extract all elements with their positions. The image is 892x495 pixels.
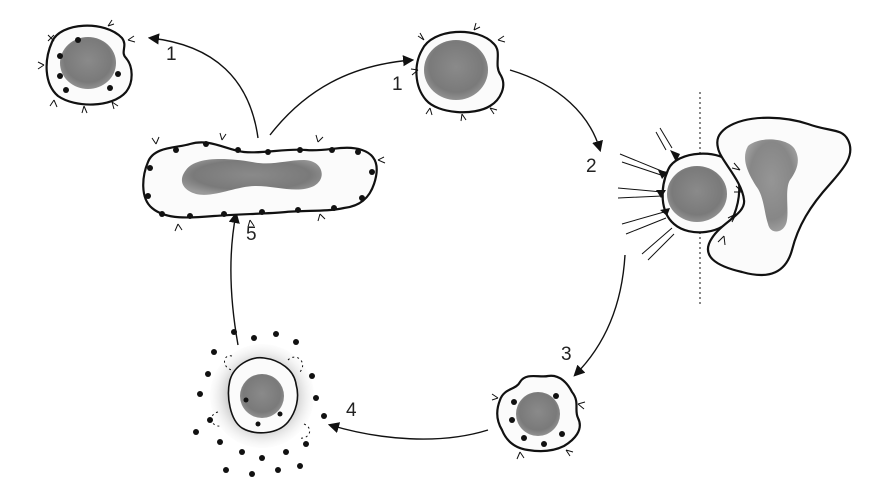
- step-label-4: 4: [346, 400, 357, 421]
- step-label-1-left: 1: [166, 44, 177, 65]
- cell-step4: [193, 329, 327, 477]
- arrow-to-top-center-cell: [269, 55, 415, 136]
- cell-step3: [491, 374, 586, 460]
- arrow-to-step3: [573, 254, 626, 377]
- arrow-to-step2: [509, 69, 603, 153]
- cell-top-center: [410, 22, 506, 122]
- arrow-to-step4: [327, 422, 489, 440]
- cell-top-left: [37, 19, 136, 114]
- cell-step2-immune: [617, 127, 741, 261]
- cell-step5: [142, 132, 386, 232]
- arrow-to-top-left-cell: [147, 33, 259, 139]
- step-label-3: 3: [561, 344, 572, 365]
- step-label-1-center: 1: [392, 74, 403, 95]
- arrow-to-step5: [228, 211, 240, 346]
- step-label-2: 2: [586, 156, 597, 177]
- cell-step2-target: [706, 116, 852, 277]
- step-label-5: 5: [246, 224, 257, 245]
